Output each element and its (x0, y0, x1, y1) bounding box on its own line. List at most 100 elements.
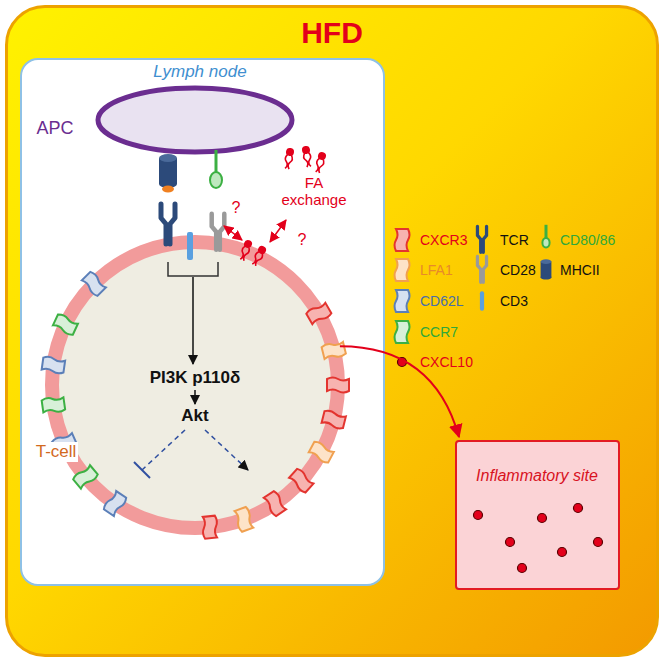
legend-label: LFA1 (420, 262, 453, 278)
legend-label: CXCL10 (420, 354, 473, 370)
promote-arrow (205, 430, 248, 470)
drawing-part (288, 468, 314, 494)
receptor-symbol (41, 356, 65, 374)
node-label: T-cell (34, 442, 79, 462)
chemokine-dot (574, 504, 583, 513)
apc-ellipse-outline (95, 85, 295, 155)
drawing-part (477, 226, 486, 252)
receptor-symbol (327, 378, 349, 393)
receptor-symbol (395, 229, 410, 251)
receptor-symbol (103, 490, 128, 517)
receptor-symbol (395, 321, 410, 343)
drawing-part (52, 313, 78, 336)
node-label: APC (37, 118, 74, 139)
drawing-part (159, 180, 177, 188)
node-label: Inflammatory site (462, 467, 612, 485)
chemokine-dot (594, 538, 603, 547)
drawing-part (243, 239, 253, 249)
drawing-part (303, 152, 312, 167)
legend-label: CD3 (500, 293, 528, 309)
drawing-part (41, 396, 65, 414)
question-mark: ? (298, 231, 307, 249)
drawing-part (215, 150, 218, 174)
receptor-symbol (321, 410, 346, 430)
signal-arrow (192, 277, 194, 364)
drawing-part (321, 340, 346, 360)
drawing-part (212, 214, 225, 250)
legend-label: CD62L (420, 293, 464, 309)
legend-label: CXCR3 (420, 232, 467, 248)
receptor-symbol (72, 464, 98, 490)
drawing-part (251, 251, 264, 267)
bracket (168, 262, 218, 276)
drawing-part (321, 410, 346, 430)
node-label: Akt (181, 406, 208, 426)
chemokine-dot (398, 358, 407, 367)
receptor-symbol (477, 256, 486, 282)
drawing-part (541, 262, 552, 278)
drawing-part (41, 356, 65, 374)
chemokine-dot (474, 511, 483, 520)
chemokine-dot (538, 514, 547, 523)
lipid-symbol (283, 147, 295, 169)
drawing-part (239, 246, 250, 262)
mhc-symbol (159, 154, 177, 193)
chemokine-dot (506, 538, 515, 547)
receptor-symbol (81, 271, 107, 297)
inflammatory-site-box: Inflammatory site (455, 440, 620, 590)
signal-arrow (194, 390, 196, 404)
receptor-symbol (306, 302, 333, 326)
cd3-symbol (480, 291, 484, 311)
exchange-arrow (224, 226, 242, 240)
legend-label: CCR7 (420, 324, 458, 340)
drawing-part (285, 147, 294, 156)
drawing-part (263, 490, 288, 517)
lipid-symbol (238, 239, 253, 261)
drawing-part (395, 321, 410, 343)
lipid-symbol (314, 151, 327, 173)
inhibit-line (142, 430, 185, 470)
question-mark: ? (232, 199, 241, 217)
diet-region: HFD Lymph nodeAPC T-cellPI3K p110δAktInfla… (5, 5, 659, 657)
receptor-symbol (41, 396, 65, 414)
receptor-symbol (52, 313, 78, 336)
drawing-part (159, 154, 177, 162)
drawing-part (327, 378, 349, 393)
drawing-part (201, 515, 218, 538)
t-cell-circle: T-cellPI3K p110δAkt (45, 235, 345, 535)
lymph-node-box: Lymph nodeAPC T-cellPI3K p110δAkt (20, 58, 385, 586)
drawing-part (306, 302, 333, 326)
legend-label: TCR (500, 232, 529, 248)
receptor-symbol (51, 432, 77, 455)
drawing-part (257, 245, 268, 256)
chemokine-dot (558, 548, 567, 557)
drawing-part (477, 256, 486, 282)
mhc-symbol (541, 259, 552, 279)
drawing-part (162, 186, 174, 193)
drawing-part (395, 290, 410, 312)
drawing-part (233, 506, 255, 532)
cd3-symbol (187, 232, 193, 260)
node-label: HFD (301, 16, 363, 51)
legend-label: CD28 (500, 262, 536, 278)
drawing-part (51, 432, 77, 455)
receptor-symbol (201, 515, 218, 538)
drawing-part (541, 275, 552, 280)
drawing-part (314, 158, 324, 173)
lipid-symbol (250, 245, 267, 267)
receptor-symbol (321, 340, 346, 360)
drawing-part (545, 225, 548, 239)
node-label: Lymph node (153, 62, 246, 82)
receptor-symbol (233, 506, 255, 532)
drawing-part (81, 271, 107, 297)
receptor-symbol (308, 440, 334, 464)
drawing-part (103, 490, 128, 517)
drawing-part (159, 158, 177, 184)
receptor-symbol (212, 214, 225, 250)
ligand-symbol (542, 238, 549, 248)
drawing-part (52, 242, 338, 528)
receptor-symbol (477, 226, 486, 252)
receptor-symbol (288, 468, 314, 494)
